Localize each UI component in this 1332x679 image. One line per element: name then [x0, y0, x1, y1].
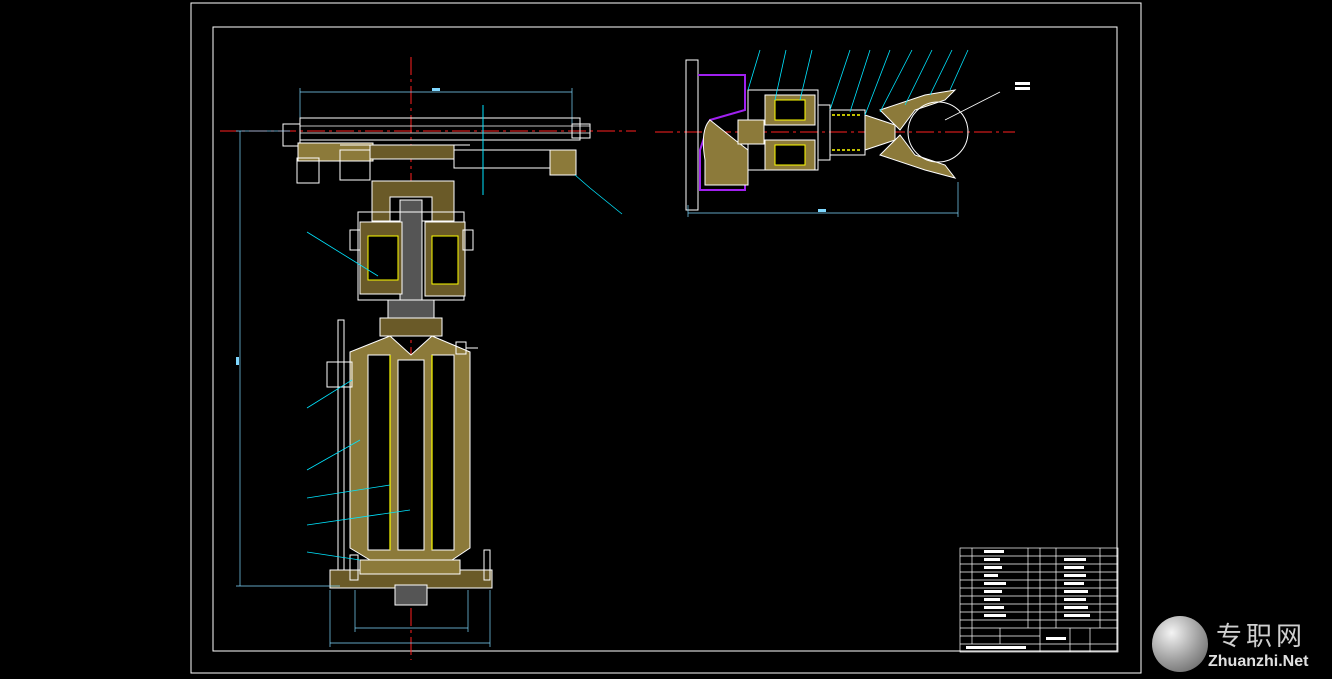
faceted-sphere-icon [1152, 616, 1208, 672]
watermark-text-cn: 专职网 [1216, 622, 1307, 652]
outer-frame [190, 2, 1142, 674]
title-block [959, 547, 1119, 653]
main-view [220, 57, 636, 660]
gripper-view [655, 49, 1030, 217]
title-block-fill [966, 550, 1090, 649]
watermark: 专职网 Zhuanzhi.Net [1150, 612, 1332, 679]
inner-frame [212, 26, 1118, 652]
watermark-text-en: Zhuanzhi.Net [1208, 653, 1309, 670]
